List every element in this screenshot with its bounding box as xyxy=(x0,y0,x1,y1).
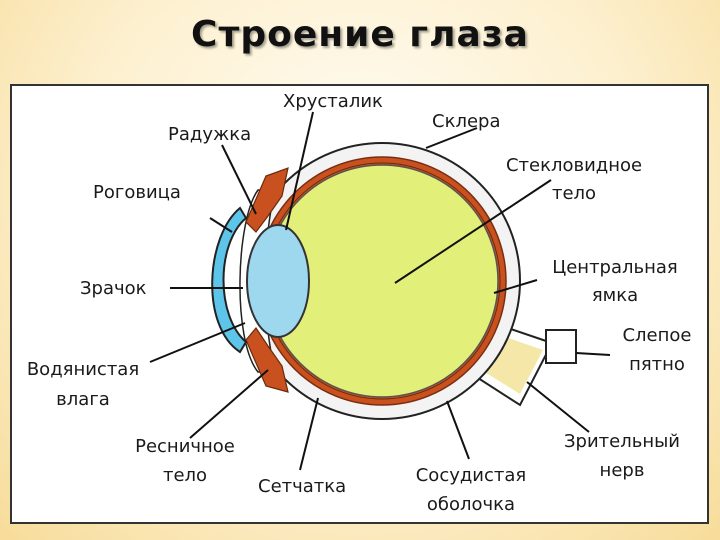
leader-lines xyxy=(149,111,611,471)
label-vitreous-line1: Стекловидное xyxy=(505,155,643,176)
label-choroid-line1: Сосудистая xyxy=(415,465,527,486)
label-cornea: Роговица xyxy=(93,182,181,203)
label-aqueous-line2: влага xyxy=(56,389,110,410)
label-sclera: Склера xyxy=(432,111,501,132)
label-lens: Хрусталик xyxy=(283,91,383,112)
label-ciliary-line2: тело xyxy=(162,465,208,486)
label-blind-spot-line2: пятно xyxy=(629,354,685,375)
blind-spot-box xyxy=(545,329,577,364)
label-optic-nerve-line1: Зрительный xyxy=(563,431,680,452)
label-blind-spot-line1: Слепое xyxy=(622,325,692,346)
page-title: Строение глаза xyxy=(191,14,529,55)
label-retina: Сетчатка xyxy=(258,476,347,497)
label-optic-nerve-line2: нерв xyxy=(599,460,645,481)
label-choroid-line2: оболочка xyxy=(426,494,516,515)
label-fovea-line2: ямка xyxy=(591,285,639,306)
label-aqueous-line1: Водянистая xyxy=(26,359,140,380)
iris-lower xyxy=(245,326,289,393)
label-ciliary-line1: Ресничное xyxy=(135,436,235,457)
cornea xyxy=(211,206,248,354)
iris-upper xyxy=(245,167,289,233)
label-pupil: Зрачок xyxy=(80,278,147,299)
label-vitreous-line2: тело xyxy=(551,183,597,204)
label-iris: Радужка xyxy=(168,124,252,145)
lens xyxy=(246,224,310,338)
label-fovea-line1: Центральная xyxy=(552,257,678,278)
